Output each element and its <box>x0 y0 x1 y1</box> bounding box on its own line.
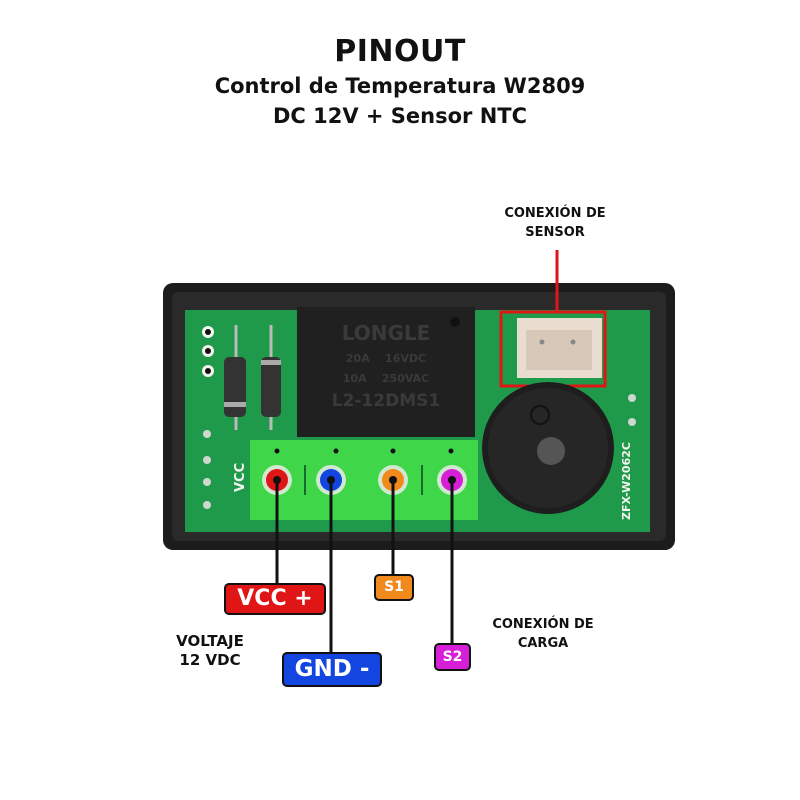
relay <box>297 307 475 437</box>
sensor-connection-label: CONEXIÓN DE SENSOR <box>480 204 630 242</box>
label-line: CONEXIÓN DE <box>504 206 606 221</box>
subtitle-line2: DC 12V + Sensor NTC <box>272 104 528 128</box>
label-line: VOLTAJE <box>176 632 244 650</box>
label-line: CARGA <box>517 636 569 651</box>
pin-badge-s2: S2 <box>434 643 471 671</box>
diodes <box>224 325 281 430</box>
relay-spec2: 10A 250VAC <box>343 372 429 385</box>
label-line: CONEXIÓN DE <box>492 617 594 632</box>
relay-spec1: 20A 16VDC <box>346 352 426 365</box>
voltage-label: VOLTAJE 12 VDC <box>150 632 270 670</box>
pin-badge-gnd: GND - <box>282 652 382 687</box>
page-title: PINOUT <box>334 34 466 69</box>
pin-leader-lines <box>275 480 454 654</box>
subtitle-line1: Control de Temperatura W2809 <box>214 74 586 98</box>
load-connection-label: CONEXIÓN DE CARGA <box>468 615 618 653</box>
board-id: ZFX-W2062C <box>620 442 633 520</box>
label-line: SENSOR <box>525 225 585 240</box>
pin-badge-s1: S1 <box>374 574 414 601</box>
pin-badge-vcc: VCC + <box>224 583 326 615</box>
relay-model: L2-12DMS1 <box>332 391 440 411</box>
silk-vcc: VCC <box>233 463 248 492</box>
label-line: 12 VDC <box>179 651 241 669</box>
relay-brand: LONGLE <box>342 321 431 345</box>
